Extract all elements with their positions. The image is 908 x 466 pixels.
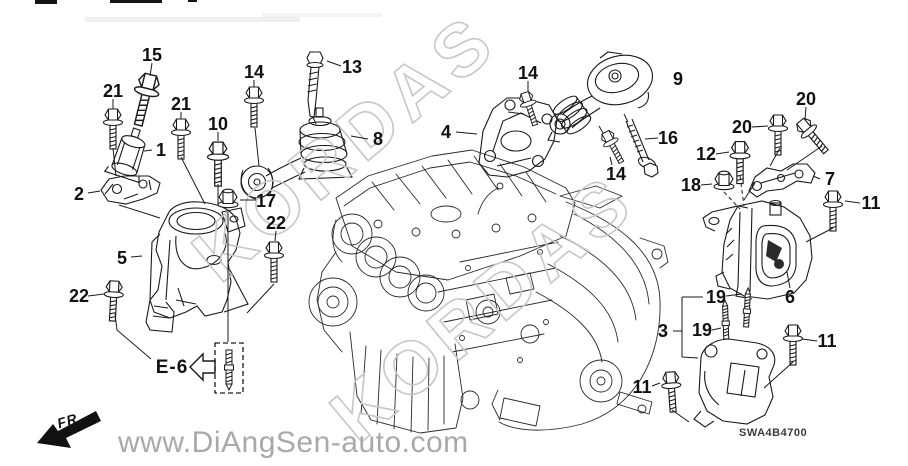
bolt-15 (125, 70, 164, 129)
bolt-21-right (170, 118, 192, 160)
e6-stud (224, 349, 234, 392)
part-callout-5: 5 (116, 248, 128, 268)
bolt-14-right (597, 127, 629, 167)
bolt-20-left (767, 114, 789, 156)
site-watermark-text: www.DiAngSen-auto.com (118, 426, 469, 459)
part-callout-9: 9 (672, 69, 684, 89)
part-callout-21: 21 (170, 94, 192, 114)
part-callout-12: 12 (695, 144, 717, 164)
part-callout-4: 4 (440, 122, 452, 142)
part-callout-3: 3 (657, 321, 669, 341)
bolt-22-lower (102, 279, 125, 323)
part-5-front-mount-bracket (145, 201, 249, 333)
bolt-11-lower (660, 370, 684, 414)
bolt-20-right (792, 114, 834, 159)
part-callout-20: 20 (731, 117, 753, 137)
part-callout-18: 18 (680, 175, 702, 195)
part-9-torque-rod-mount (547, 51, 654, 143)
nut-18 (713, 170, 735, 191)
part-callout-8: 8 (372, 129, 384, 149)
part-callout-21: 21 (102, 81, 124, 101)
bolt-13 (306, 51, 324, 118)
part-7-stopper-bracket (748, 163, 816, 198)
bolt-10 (206, 141, 230, 187)
part-callout-11: 11 (861, 193, 881, 213)
part-2-mount-plate (100, 175, 161, 205)
part-16-through-bolt (625, 118, 659, 178)
bolt-14-top-left (243, 86, 265, 128)
part-callout-20: 20 (795, 89, 817, 109)
part-6-transmission-mount (702, 199, 813, 300)
part-callout-14: 14 (605, 164, 627, 184)
fr-direction-arrow-icon (37, 411, 101, 448)
part-callout-13: 13 (341, 57, 363, 77)
part-callout-15: 15 (141, 45, 163, 65)
fasteners (102, 51, 844, 414)
bolt-11-upper (822, 190, 844, 232)
part-callout-10: 10 (207, 114, 229, 134)
part-callout-16: 16 (657, 128, 679, 148)
part-callout-19: 19 (691, 320, 713, 340)
part-callout-2: 2 (73, 184, 85, 204)
part-callout-17: 17 (255, 191, 277, 211)
part-callout-19: 19 (705, 287, 727, 307)
e6-arrow-icon (189, 352, 216, 382)
e6-reference-label: E-6 (155, 357, 189, 378)
part-callout-6: 6 (784, 287, 796, 307)
part-8-side-mount (240, 107, 353, 200)
e6-reference (189, 342, 244, 394)
part-3-lower-bracket (693, 338, 776, 428)
part-callout-7: 7 (824, 169, 836, 189)
engine-illustration (308, 149, 669, 434)
part-callout-14: 14 (243, 62, 265, 82)
leader-lines (87, 60, 861, 423)
diagram-code: SWA4B4700 (739, 427, 808, 439)
part-callout-1: 1 (155, 140, 167, 160)
part-callout-22: 22 (68, 286, 90, 306)
part-1-mount-rubber (103, 127, 146, 184)
part-callout-11: 11 (817, 331, 837, 351)
part-callout-14: 14 (517, 63, 539, 83)
bolt-11-middle (782, 324, 804, 366)
stud-19-right (742, 287, 753, 328)
e6-dashed-box (214, 342, 244, 394)
part-callout-22: 22 (265, 213, 287, 233)
scan-artifacts (35, 0, 382, 22)
part-callout-11: 11 (632, 377, 652, 397)
